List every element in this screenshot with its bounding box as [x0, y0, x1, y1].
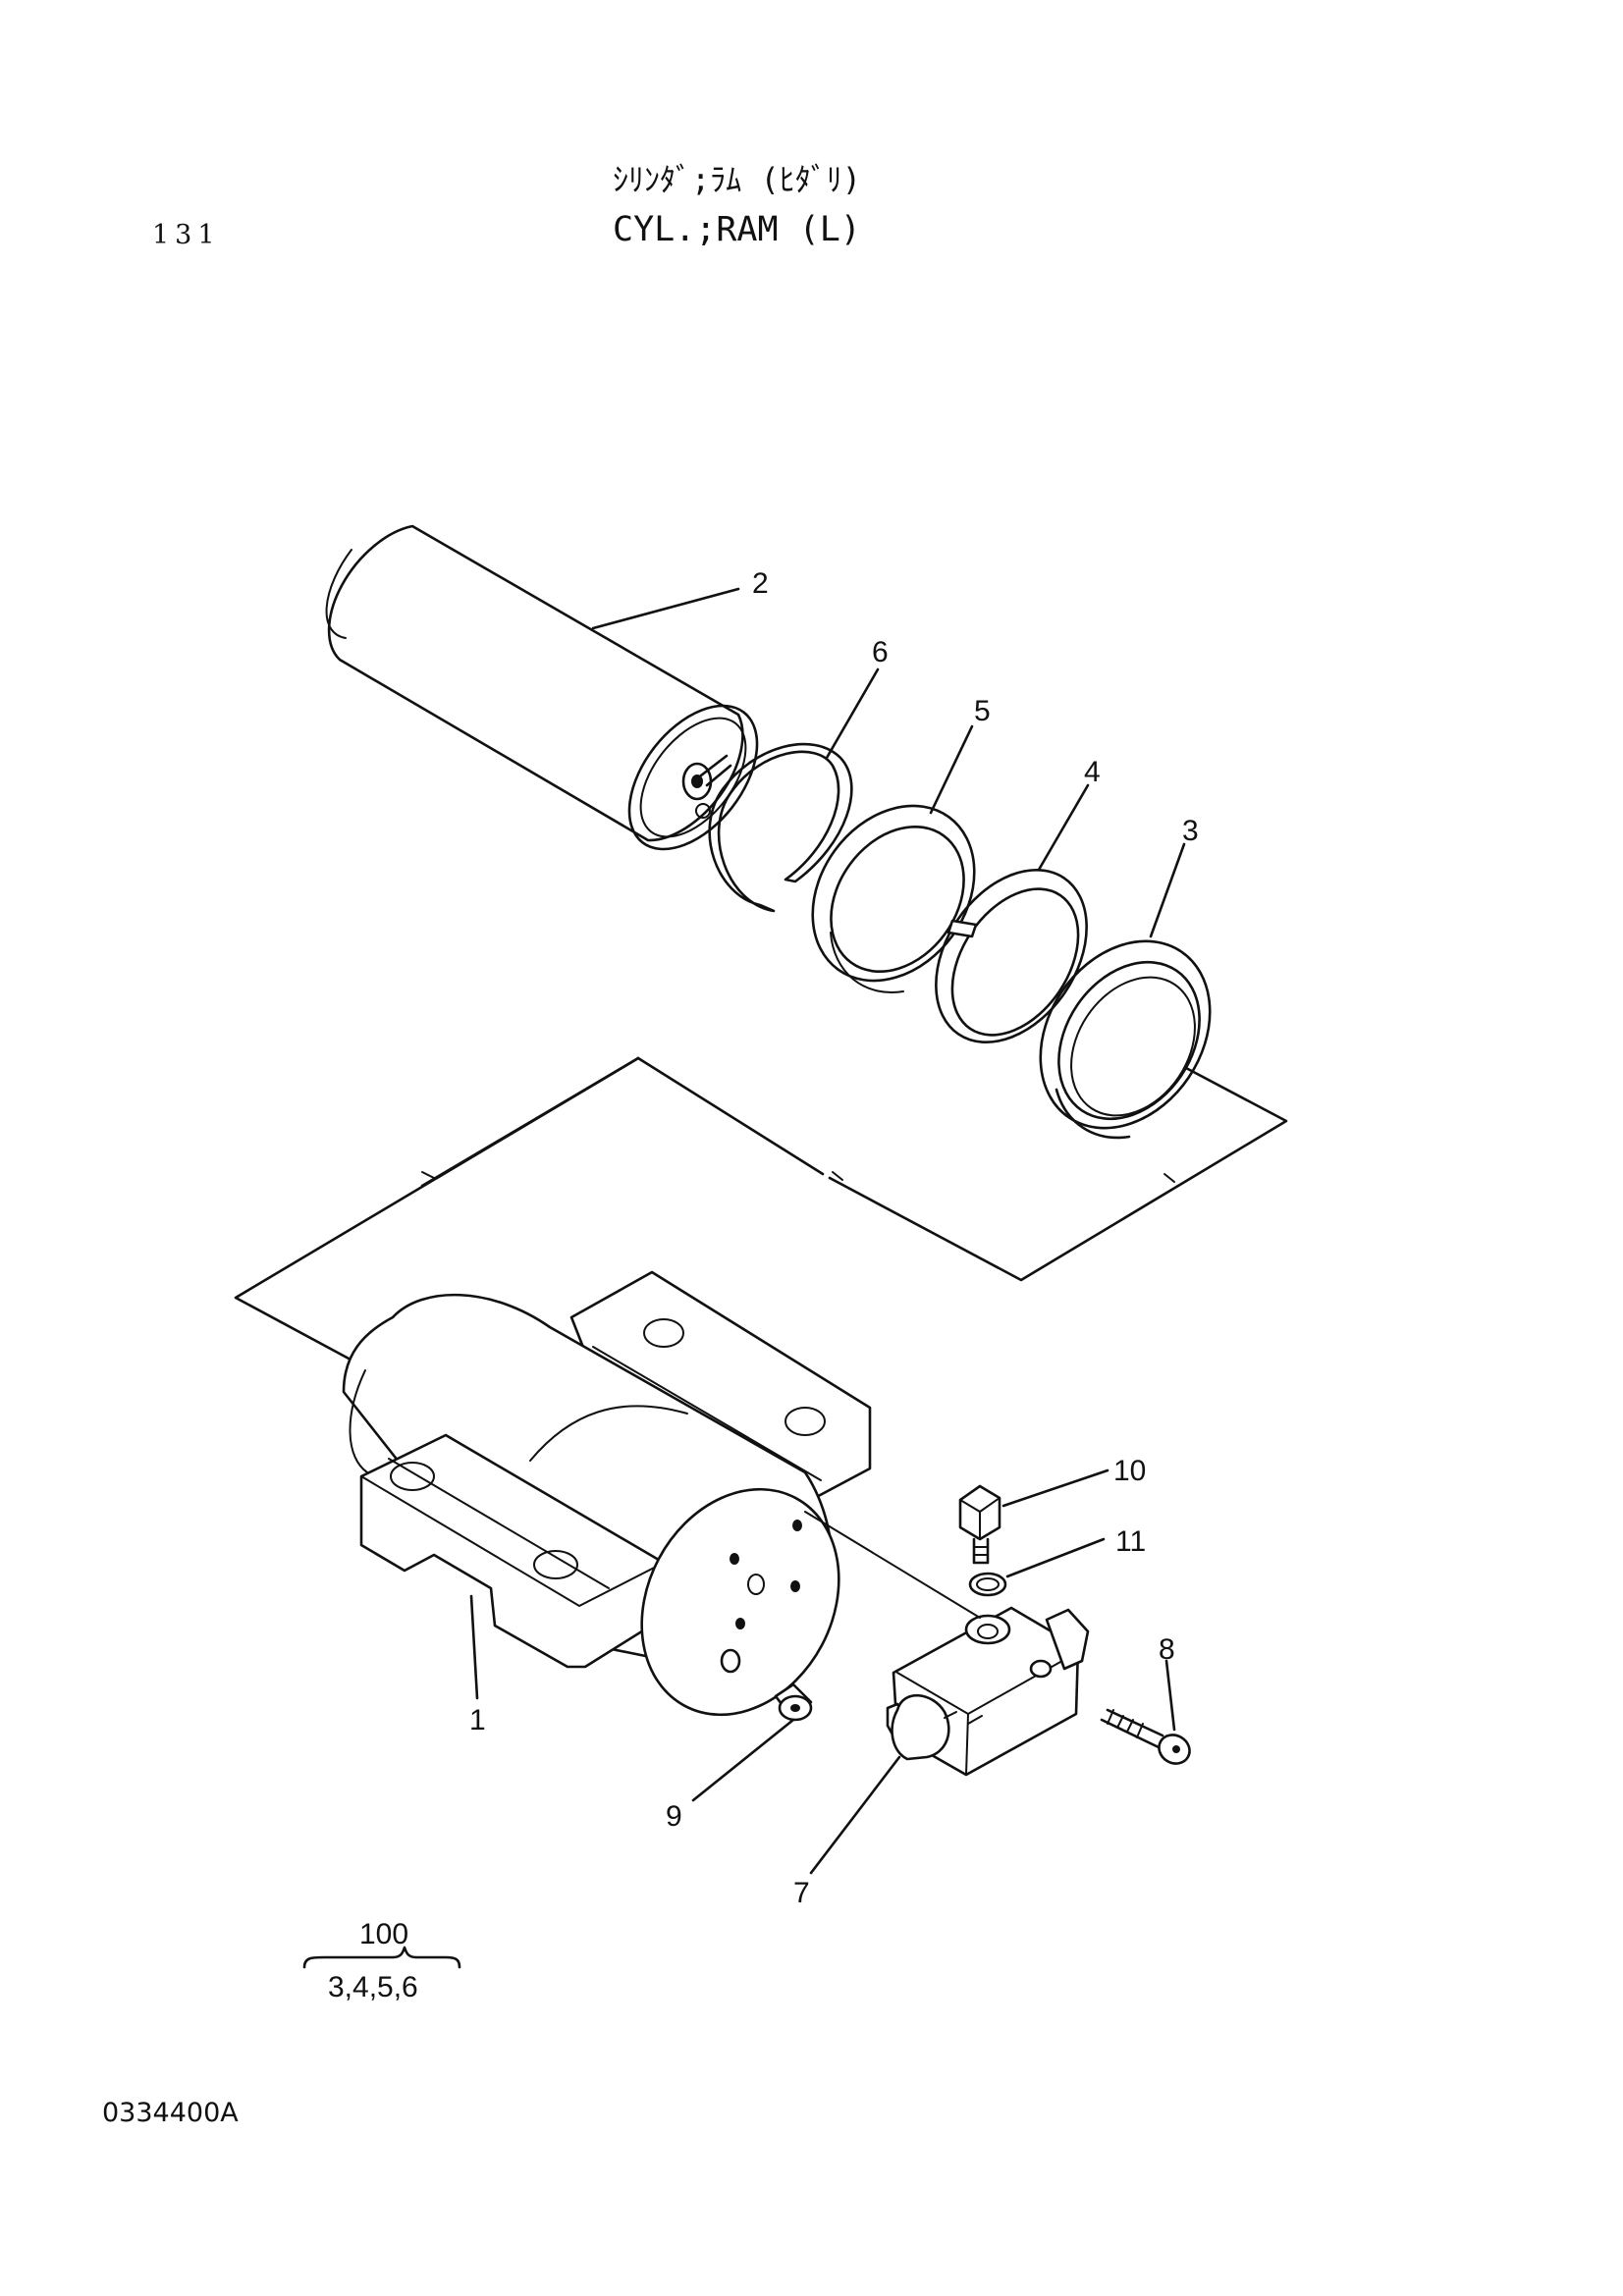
leader-7 [809, 1755, 901, 1875]
callout-5: 5 [974, 695, 991, 727]
part-11-o-ring [968, 1572, 1007, 1597]
leader-lines [469, 587, 1186, 1875]
callout-8: 8 [1159, 1633, 1175, 1666]
part-4-wear-ring [935, 868, 1088, 1044]
callout-4: 4 [1084, 756, 1101, 788]
part-7-valve-block [886, 1606, 1090, 1777]
callout-11: 11 [1115, 1525, 1146, 1558]
assembly-plane [234, 1056, 1288, 1368]
part-8-bolt [1100, 1708, 1191, 1765]
part-3-seal [1039, 939, 1212, 1140]
kit-contents: 3,4,5,6 [328, 1971, 418, 2003]
leader-9 [691, 1718, 795, 1802]
leader-3 [1149, 842, 1186, 938]
callout-3: 3 [1182, 815, 1199, 847]
part-5-ring [811, 804, 976, 993]
leader-2 [591, 587, 740, 630]
part-2-ram [325, 524, 759, 851]
page-number: 131 [152, 220, 221, 250]
callout-10: 10 [1113, 1455, 1146, 1487]
title-japanese: ｼﾘﾝﾀﾞ;ﾗﾑ (ﾋﾀﾞﾘ) [613, 161, 862, 198]
callout-9: 9 [666, 1800, 682, 1833]
callout-7: 7 [793, 1877, 810, 1909]
callout-labels: 2 6 5 4 3 1 9 7 8 10 11 [469, 567, 1199, 1909]
part-9-plug [774, 1682, 813, 1722]
title-english: CYL.;RAM (L) [613, 210, 861, 249]
kit-brace [302, 1946, 461, 1969]
callout-6: 6 [872, 636, 889, 668]
callout-2: 2 [752, 567, 769, 600]
assembly-center-line [804, 1511, 981, 1619]
leader-11 [1005, 1537, 1106, 1578]
part-1-cylinder-housing [342, 1270, 872, 1717]
callout-1: 1 [469, 1704, 486, 1736]
drawing-code: 0334400A [102, 2098, 239, 2128]
leader-8 [1164, 1659, 1176, 1732]
kit-number: 100 [359, 1918, 408, 1950]
leader-1 [469, 1594, 479, 1700]
leader-10 [1001, 1468, 1109, 1508]
leader-5 [929, 724, 974, 815]
part-10-fitting [958, 1484, 1001, 1565]
kit-callout: 100 3,4,5,6 [302, 1918, 461, 2003]
part-6-snap-ring [708, 742, 853, 913]
leader-4 [1037, 783, 1090, 872]
leader-6 [825, 667, 880, 760]
